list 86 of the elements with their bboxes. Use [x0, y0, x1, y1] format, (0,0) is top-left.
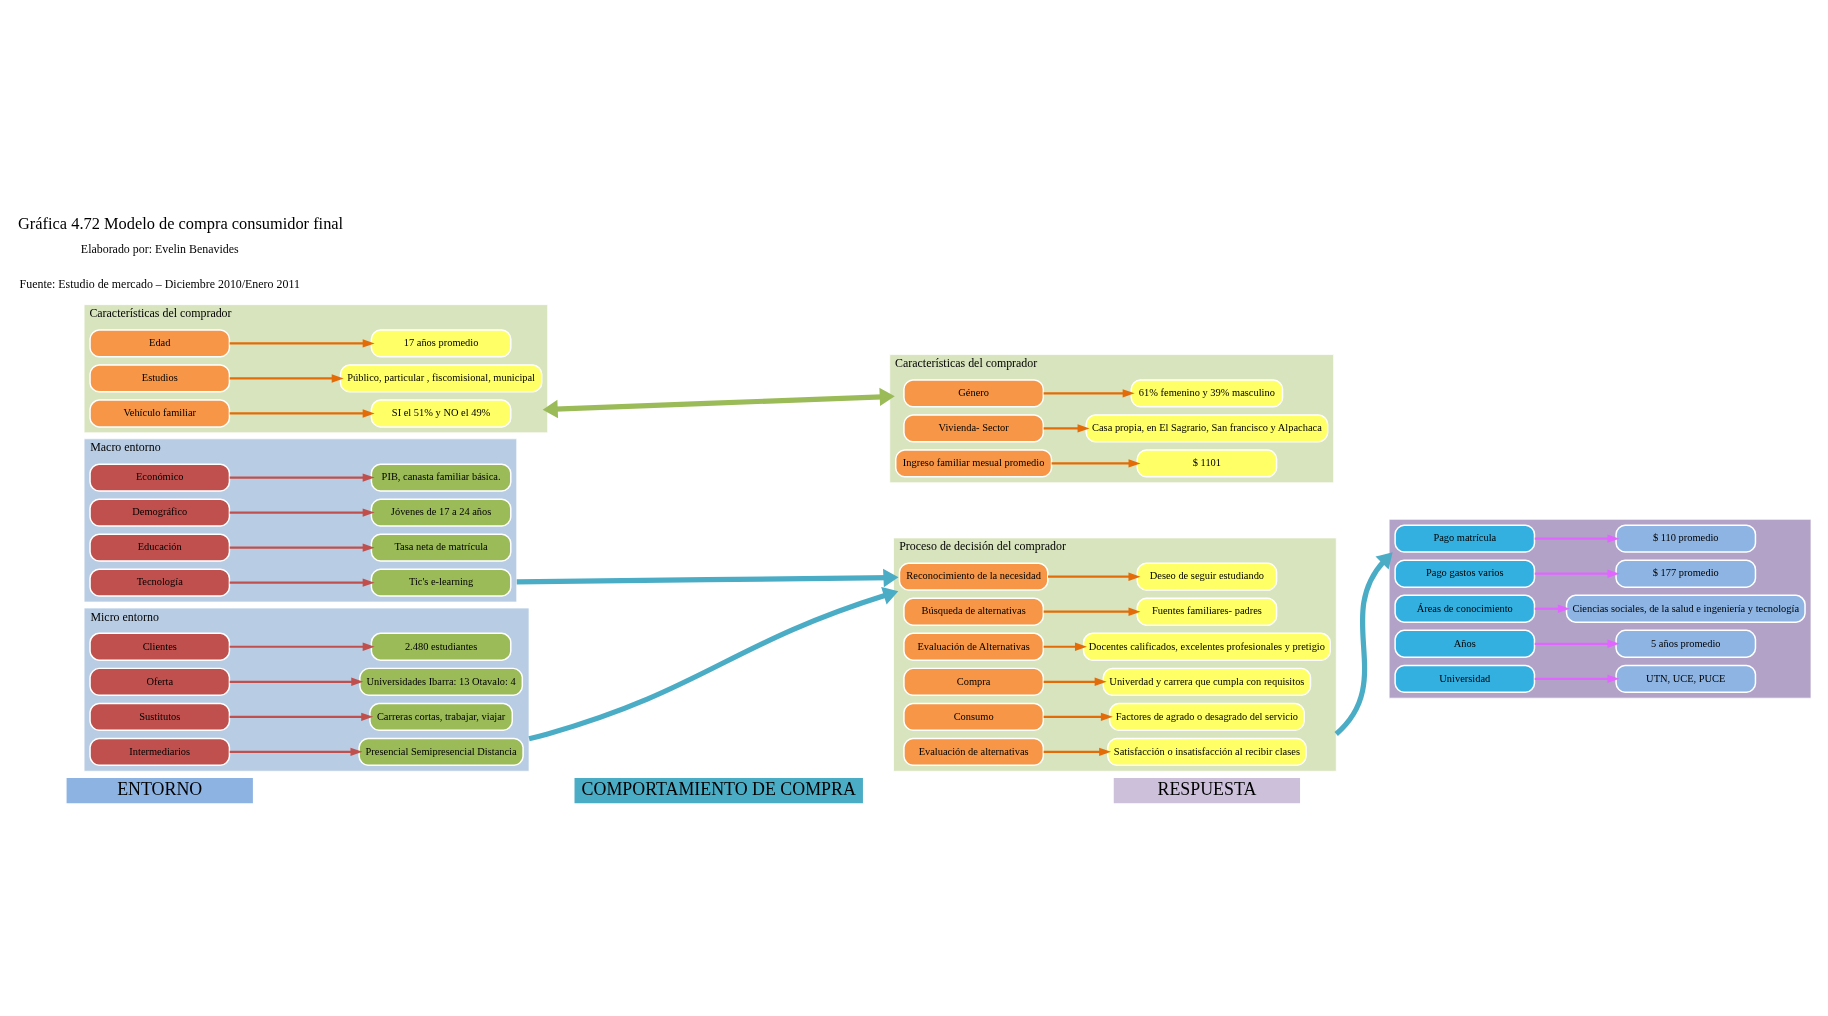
arrow	[229, 373, 344, 383]
arrow	[1043, 677, 1107, 686]
arrow	[1051, 458, 1141, 468]
node-box: Univerdad y carrera que cumpla con requisitos	[1102, 667, 1312, 696]
node-box: Carreras cortas, trabajar, viajar	[369, 702, 513, 731]
arrow	[1534, 534, 1620, 543]
node-box: Años	[1394, 629, 1536, 658]
arrow	[1043, 642, 1087, 651]
node-box: Estudios	[89, 363, 231, 393]
arrow	[229, 542, 375, 552]
node-box: 17 años promedio	[370, 328, 512, 358]
arrow	[528, 586, 899, 741]
node-box: Factores de agrado o desagrado del servicio	[1108, 702, 1305, 731]
node-box: Universidades Ibarra: 13 Otavalo: 4	[359, 667, 524, 696]
node-box: Presencial Semipresencial Distancia	[358, 737, 524, 766]
node-box: Universidad	[1394, 664, 1536, 693]
arrow	[229, 472, 375, 482]
node-box: Vehículo familiar	[89, 398, 231, 428]
arrow	[229, 507, 375, 517]
node-box: Búsqueda de alternativas	[903, 597, 1045, 626]
node-box: Público, particular , fiscomisional, municipal	[339, 363, 543, 393]
node-box: Deseo de seguir estudiando	[1136, 562, 1278, 591]
arrow	[229, 408, 375, 418]
arrow	[1043, 388, 1135, 398]
arrow	[229, 338, 375, 348]
arrow	[1534, 674, 1620, 683]
node-box: RESPUESTA	[1112, 775, 1302, 805]
node-box: Intermediarios	[89, 737, 231, 766]
node-box: Tasa neta de matrícula	[370, 532, 512, 562]
node-box: Evaluación de alternativas	[903, 737, 1045, 766]
arrow	[1534, 569, 1620, 578]
node-box: Casa propia, en El Sagrario, San francisco y Alpachaca	[1085, 413, 1329, 443]
node-box: Económico	[89, 462, 231, 492]
arrow	[1043, 747, 1112, 756]
cluster	[1388, 518, 1812, 699]
node-box: PIB, canasta familiar básica.	[370, 462, 512, 492]
node-box: $ 110 promedio	[1615, 524, 1757, 553]
node-box: Ingreso familiar mesual promedio	[895, 448, 1053, 478]
node-box: Demográfico	[89, 497, 231, 527]
node-box: Pago gastos varios	[1394, 559, 1536, 588]
node-box: Pago matrícula	[1394, 524, 1536, 553]
node-box: COMPORTAMIENTO DE COMPRA	[573, 775, 865, 805]
arrow	[1334, 551, 1393, 736]
node-box: Satisfacción o insatisfacción al recibir clases	[1107, 737, 1307, 766]
node-box: SI el 51% y NO el 49%	[370, 398, 512, 428]
arrow	[1534, 639, 1620, 648]
node-box: Fuentes familiares- padres	[1136, 597, 1278, 626]
node-box: $ 177 promedio	[1615, 559, 1757, 588]
diagram-title: Gráfica 4.72 Modelo de compra consumidor final	[18, 213, 344, 233]
node-box: UTN, UCE, PUCE	[1615, 664, 1757, 693]
arrow	[1534, 604, 1570, 613]
node-box: 61% femenino y 39% masculino	[1130, 378, 1284, 407]
arrow	[229, 747, 363, 756]
arrow	[229, 677, 364, 686]
node-box: Áreas de conocimiento	[1394, 594, 1536, 623]
label: Elaborado por: Evelin Benavides	[80, 241, 239, 256]
node-box: Reconocimiento de la necesidad	[898, 562, 1049, 591]
node-box: Tecnología	[89, 568, 231, 597]
arrow	[542, 387, 895, 418]
node-box: Consumo	[903, 702, 1045, 731]
node-box: 5 años promedio	[1615, 629, 1757, 658]
node-box: Edad	[89, 328, 231, 358]
node-box: Ciencias sociales, de la salud e ingeniería y tecnología	[1565, 594, 1806, 623]
arrow	[229, 712, 374, 721]
arrow	[1048, 572, 1141, 581]
node-box: Docentes calificados, excelentes profesionales y pretigio	[1082, 632, 1331, 661]
arrow	[229, 642, 375, 651]
node-box: Oferta	[89, 667, 231, 696]
arrow	[1043, 423, 1090, 433]
node-box: Educación	[89, 532, 231, 562]
label: Fuente: Estudio de mercado – Diciembre 2010/Enero 2011	[19, 276, 300, 291]
node-box: Vivienda- Sector	[903, 413, 1045, 443]
node-box: ENTORNO	[65, 775, 255, 805]
node-box: $ 1101	[1136, 448, 1278, 478]
node-box: Clientes	[89, 632, 231, 661]
arrow	[1043, 712, 1113, 721]
arrow	[516, 568, 899, 587]
node-box: Compra	[903, 667, 1045, 696]
node-box: Evaluación de Alternativas	[903, 632, 1045, 661]
arrow	[229, 577, 375, 587]
node-box: Sustitutos	[89, 702, 231, 731]
node-box: Jóvenes de 17 a 24 años	[370, 497, 512, 527]
arrow	[1043, 607, 1141, 616]
node-box: Género	[903, 378, 1045, 407]
node-box: Tic's e-learning	[370, 568, 512, 597]
node-box: 2.480 estudiantes	[370, 632, 512, 661]
